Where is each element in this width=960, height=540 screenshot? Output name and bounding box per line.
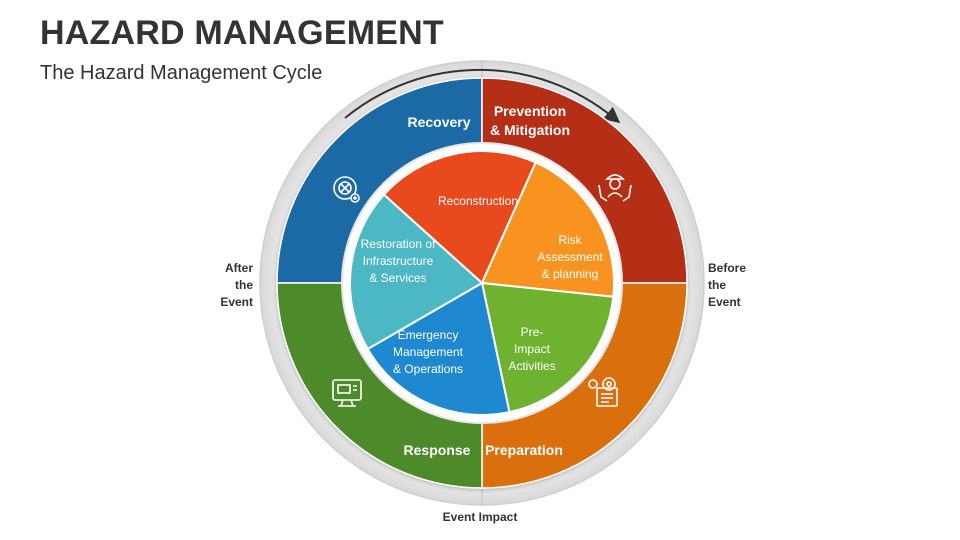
activity-slice-reconstruction xyxy=(382,150,538,285)
activity-slice-pre-impact xyxy=(480,281,615,414)
after-event-label: After the Event xyxy=(220,261,253,309)
activity-slice-emergency-management xyxy=(366,281,511,416)
gear-document-icon xyxy=(588,377,618,407)
event-impact-label: Event Impact xyxy=(442,510,518,524)
phase-label-prevention: Prevention& Mitigation xyxy=(490,103,570,138)
recovery-icon xyxy=(333,176,360,203)
page-title: HAZARD MANAGEMENT xyxy=(40,14,444,52)
cycle-direction-arrow xyxy=(344,68,621,124)
phase-label-recovery: Recovery xyxy=(407,114,470,130)
page-subtitle: The Hazard Management Cycle xyxy=(40,62,323,84)
phase-label-preparation: Preparation xyxy=(485,442,563,458)
before-event-label: Before the Event xyxy=(708,261,747,309)
activity-label-reconstruction: Reconstruction xyxy=(438,194,518,208)
phase-label-response: Response xyxy=(404,442,471,458)
activity-slice-restoration xyxy=(349,193,484,351)
activity-slice-risk-assessment xyxy=(480,161,615,298)
computer-monitor-icon xyxy=(332,379,362,407)
worker-hands-icon xyxy=(598,174,632,202)
